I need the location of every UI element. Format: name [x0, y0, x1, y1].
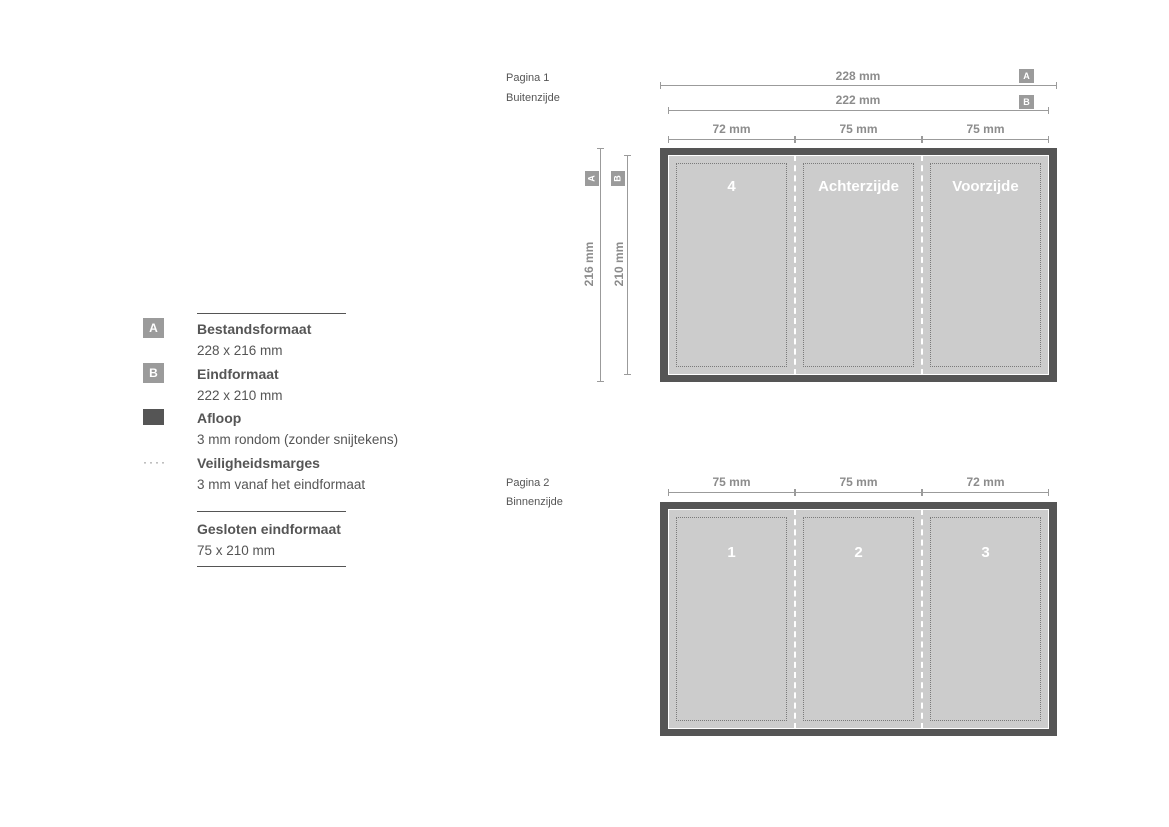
page1-safe-area-3 [930, 163, 1041, 367]
legend-final-format-value: 222 x 210 mm [197, 388, 283, 403]
page1-width-a-line [660, 82, 1057, 89]
page2-label: Pagina 2 [506, 477, 550, 489]
page2-sublabel: Binnenzijde [506, 496, 563, 508]
bleed-swatch [143, 409, 164, 425]
page1-label: Pagina 1 [506, 72, 550, 84]
legend-file-format-title: Bestandsformaat [197, 321, 312, 337]
badge-a: A [143, 318, 164, 338]
page1-panel3-line [922, 136, 1049, 143]
legend-mid-rule [197, 511, 346, 512]
page1-panel-1-label: 4 [727, 178, 736, 195]
page1-fold-1 [794, 155, 796, 375]
page1-safe-area-2 [803, 163, 914, 367]
page2-panel2-line [795, 489, 922, 496]
page2-panel1-width: 75 mm [712, 475, 751, 489]
page1-width-a-label: 228 mm [835, 69, 881, 83]
page1-panel2-line [795, 136, 922, 143]
page1-height-a-badge: A [585, 171, 599, 186]
legend-final-format-title: Eindformaat [197, 366, 279, 382]
page1-sublabel: Buitenzijde [506, 92, 560, 104]
page2-trim-area [668, 509, 1049, 729]
legend-top-rule [197, 313, 346, 314]
page2-panel-2-label: 2 [854, 544, 863, 561]
page2-fold-2 [921, 509, 923, 729]
legend-bottom-rule [197, 566, 346, 567]
page2-panel3-line [922, 489, 1049, 496]
page1-safe-area-1 [676, 163, 787, 367]
page1-width-b-badge: B [1019, 95, 1034, 109]
page1-trim-area [668, 155, 1049, 375]
legend-safety-value: 3 mm vanaf het eindformaat [197, 477, 366, 492]
page2-panel-1-label: 1 [727, 544, 736, 561]
legend-closed-value: 75 x 210 mm [197, 543, 276, 558]
page2-safe-area-2 [803, 517, 914, 721]
safety-dots-icon: ···· [143, 455, 167, 469]
page1-height-b-label: 210 mm [612, 241, 626, 287]
page2-safe-area-3 [930, 517, 1041, 721]
page1-width-b-line [668, 107, 1049, 114]
page1-panel2-width: 75 mm [839, 122, 878, 136]
page1-height-a-line [597, 148, 604, 382]
page2-panel-3-label: 3 [981, 544, 990, 561]
page2-fold-1 [794, 509, 796, 729]
legend-closed-title: Gesloten eindformaat [197, 521, 341, 537]
page1-width-b-label: 222 mm [835, 93, 881, 107]
page1-width-a-badge: A [1019, 69, 1034, 83]
page1-height-b-line [624, 155, 631, 375]
page1-height-b-badge: B [611, 171, 625, 186]
page1-fold-2 [921, 155, 923, 375]
page1-panel-2-label: Achterzijde [818, 178, 899, 195]
legend-bleed-title: Afloop [197, 410, 242, 426]
legend-safety-title: Veiligheidsmarges [197, 455, 320, 471]
page2-panel2-width: 75 mm [839, 475, 878, 489]
page1-height-a-label: 216 mm [582, 241, 596, 287]
page1-panel1-width: 72 mm [712, 122, 751, 136]
page2-safe-area-1 [676, 517, 787, 721]
legend-file-format-value: 228 x 216 mm [197, 343, 283, 358]
page1-panel-3-label: Voorzijde [952, 178, 1019, 195]
badge-b: B [143, 363, 164, 383]
page1-panel3-width: 75 mm [966, 122, 1005, 136]
legend-bleed-value: 3 mm rondom (zonder snijtekens) [197, 432, 399, 447]
page2-panel1-line [668, 489, 795, 496]
page1-panel1-line [668, 136, 795, 143]
page2-panel3-width: 72 mm [966, 475, 1005, 489]
